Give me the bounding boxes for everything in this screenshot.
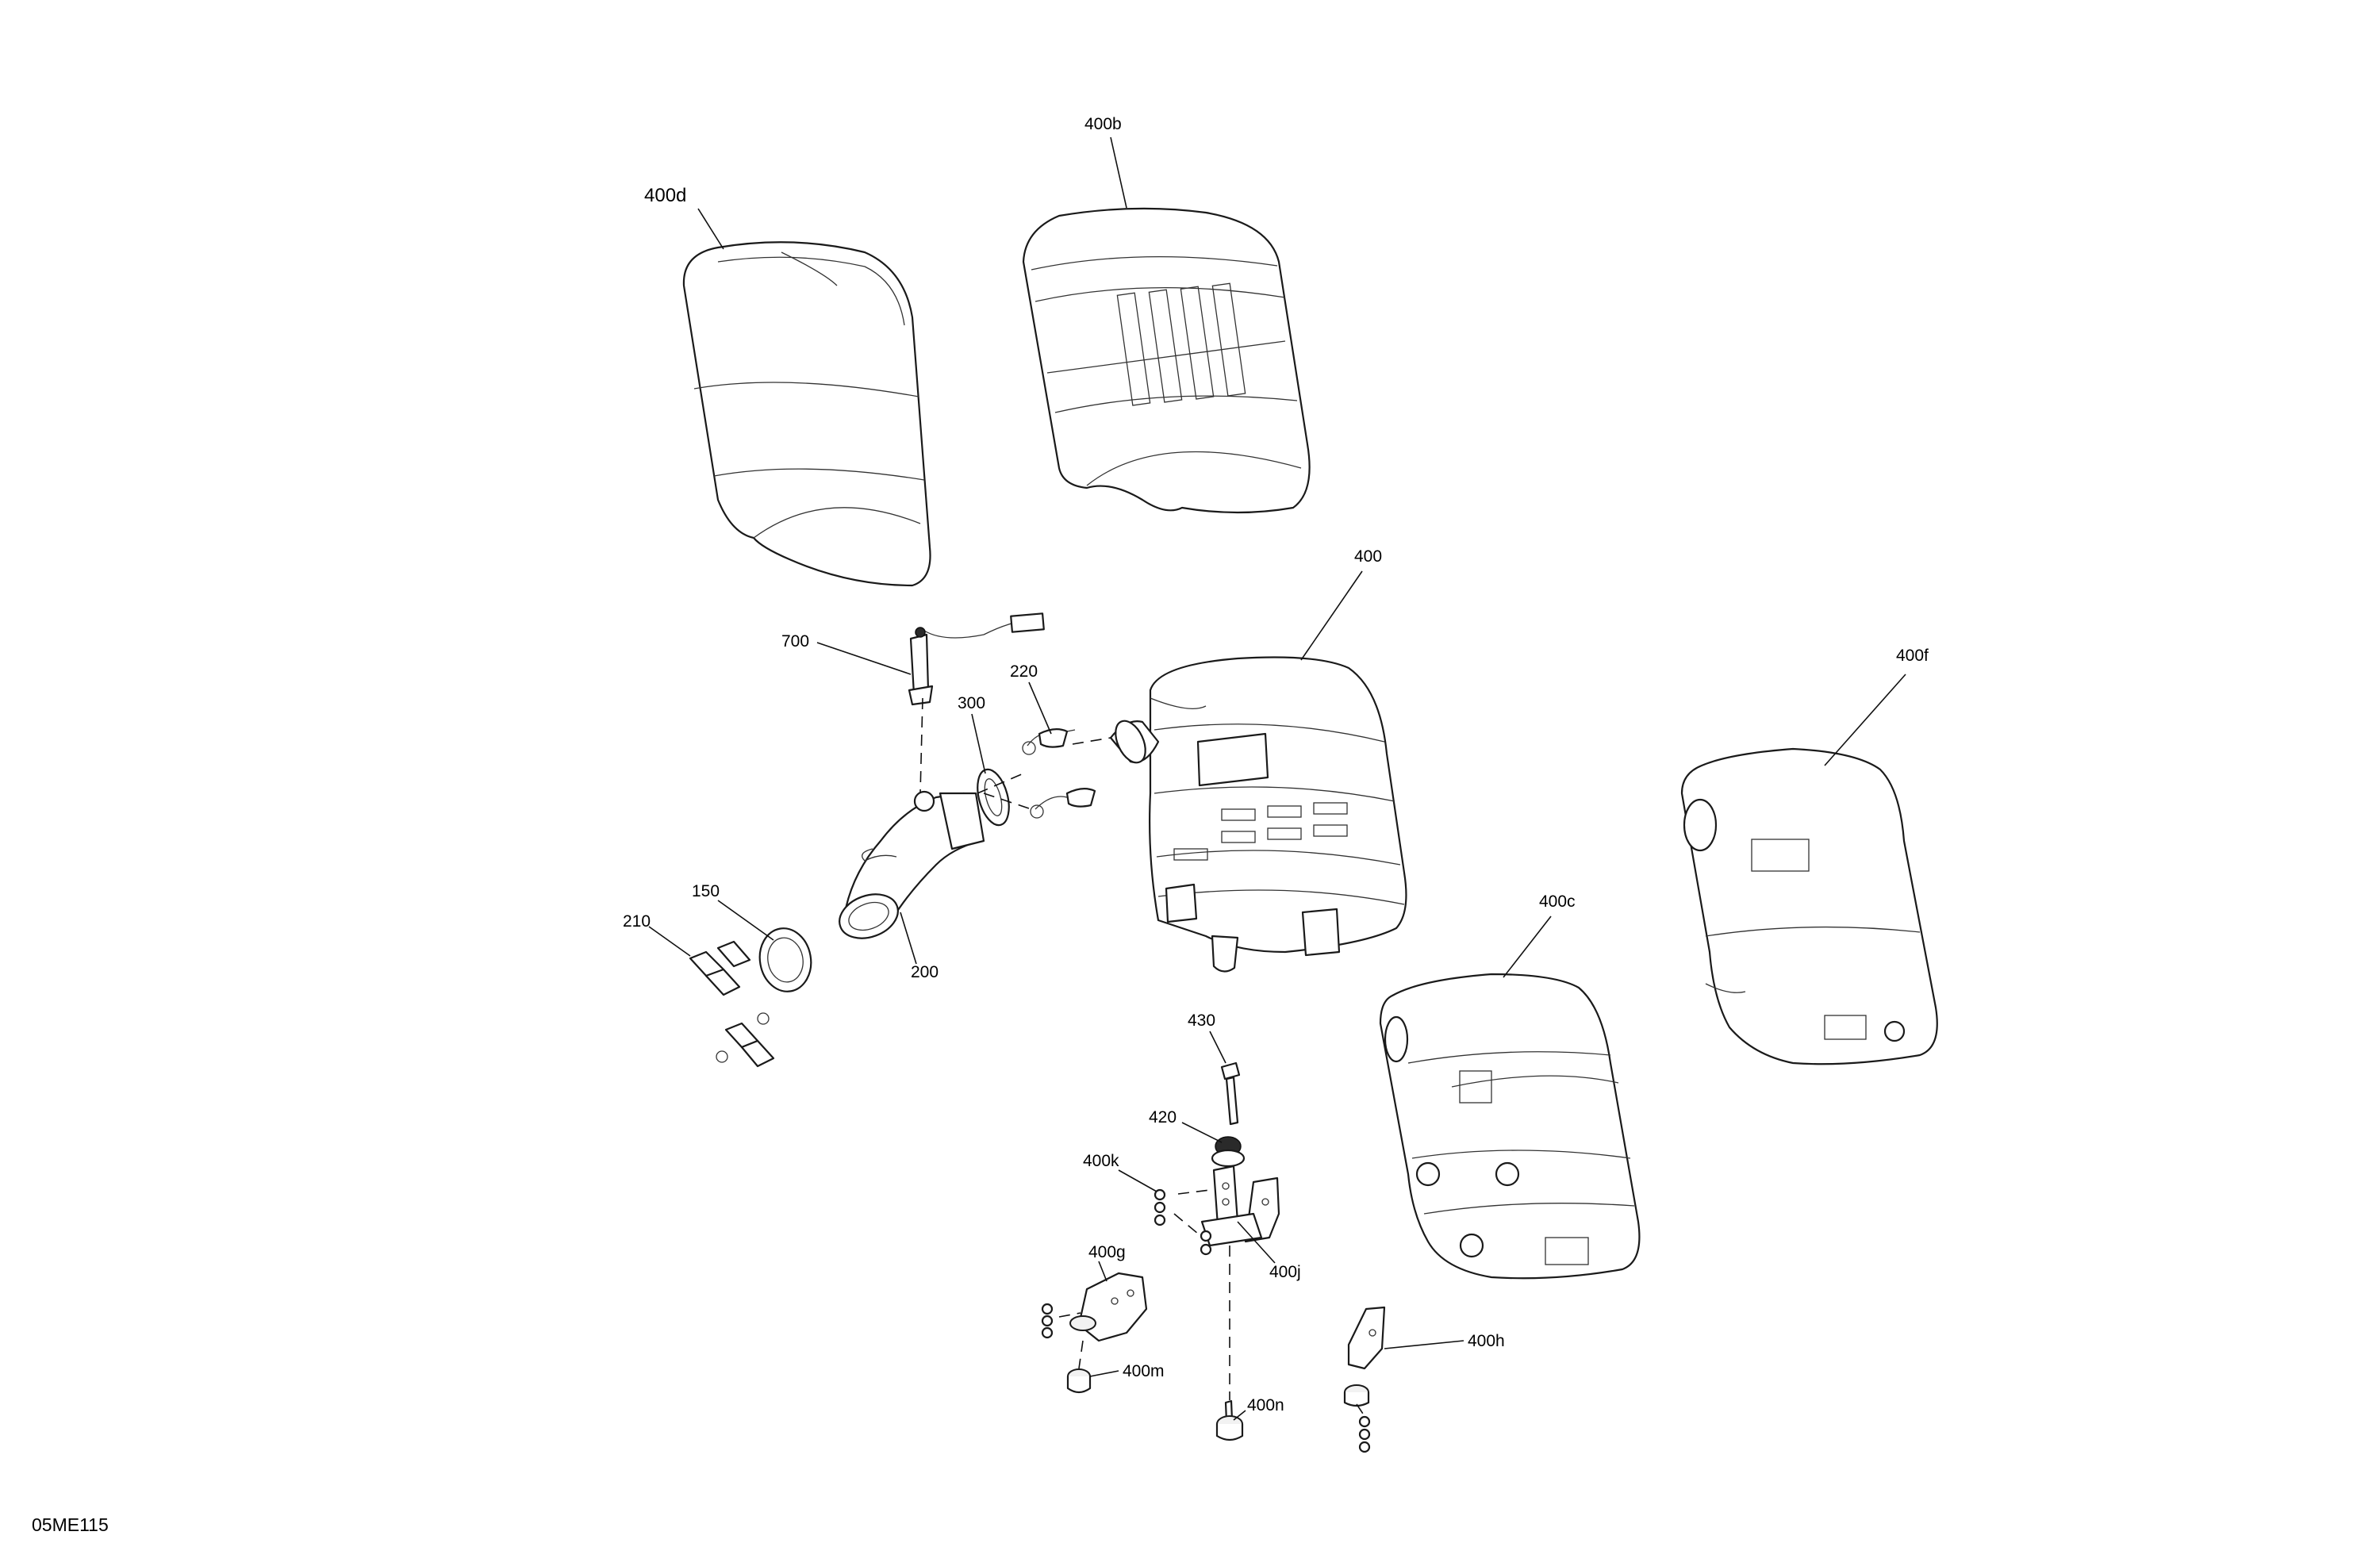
callout-400b: 400b — [1084, 115, 1122, 133]
part-400b-heat-shield — [1022, 207, 1311, 514]
part-400f-side-shield — [1680, 747, 1938, 1065]
part-400c-side-shield — [1379, 973, 1641, 1280]
part-400-muffler — [1149, 656, 1407, 973]
callout-400n: 400n — [1247, 1396, 1284, 1414]
callout-400f: 400f — [1896, 647, 1929, 665]
part-200-exhaust-pipe — [839, 790, 985, 939]
assembly-lines — [919, 697, 1365, 1417]
part-700-oxygen-sensor — [908, 612, 1045, 706]
callout-400j: 400j — [1269, 1263, 1301, 1281]
callout-400k: 400k — [1083, 1152, 1119, 1170]
part-420-grommet — [1211, 1136, 1246, 1168]
callout-400g: 400g — [1088, 1243, 1126, 1261]
part-400h-bracket — [1343, 1306, 1386, 1453]
part-210-springs — [689, 940, 775, 1068]
callout-400m: 400m — [1123, 1362, 1165, 1380]
part-430-bolt — [1220, 1061, 1241, 1126]
callout-200: 200 — [911, 963, 939, 981]
callout-700: 700 — [781, 632, 809, 651]
part-400g-bracket — [1041, 1272, 1148, 1342]
callout-400c: 400c — [1539, 892, 1576, 911]
callout-labels: 400d 400b 400 400f 400c 700 220 300 150 … — [623, 115, 1929, 1414]
callout-220: 220 — [1010, 662, 1038, 681]
callout-400d: 400d — [644, 185, 686, 206]
callout-150: 150 — [692, 882, 720, 900]
callout-400: 400 — [1354, 547, 1382, 566]
callout-420: 420 — [1149, 1108, 1177, 1127]
part-150-seal-ring — [758, 927, 812, 992]
part-400m-damper — [1066, 1368, 1092, 1394]
figure-reference: 05ME115 — [32, 1514, 109, 1535]
part-220-springs — [1022, 720, 1160, 819]
part-400n-damper — [1215, 1399, 1244, 1441]
callout-210: 210 — [623, 912, 651, 931]
leader-lines — [648, 136, 1906, 1421]
part-400d-heat-shield — [682, 241, 931, 587]
part-400j-bracket — [1200, 1165, 1280, 1247]
callout-300: 300 — [958, 694, 985, 712]
callout-400h: 400h — [1468, 1332, 1505, 1350]
part-400k-nuts — [1154, 1188, 1212, 1256]
callout-430: 430 — [1188, 1011, 1215, 1030]
